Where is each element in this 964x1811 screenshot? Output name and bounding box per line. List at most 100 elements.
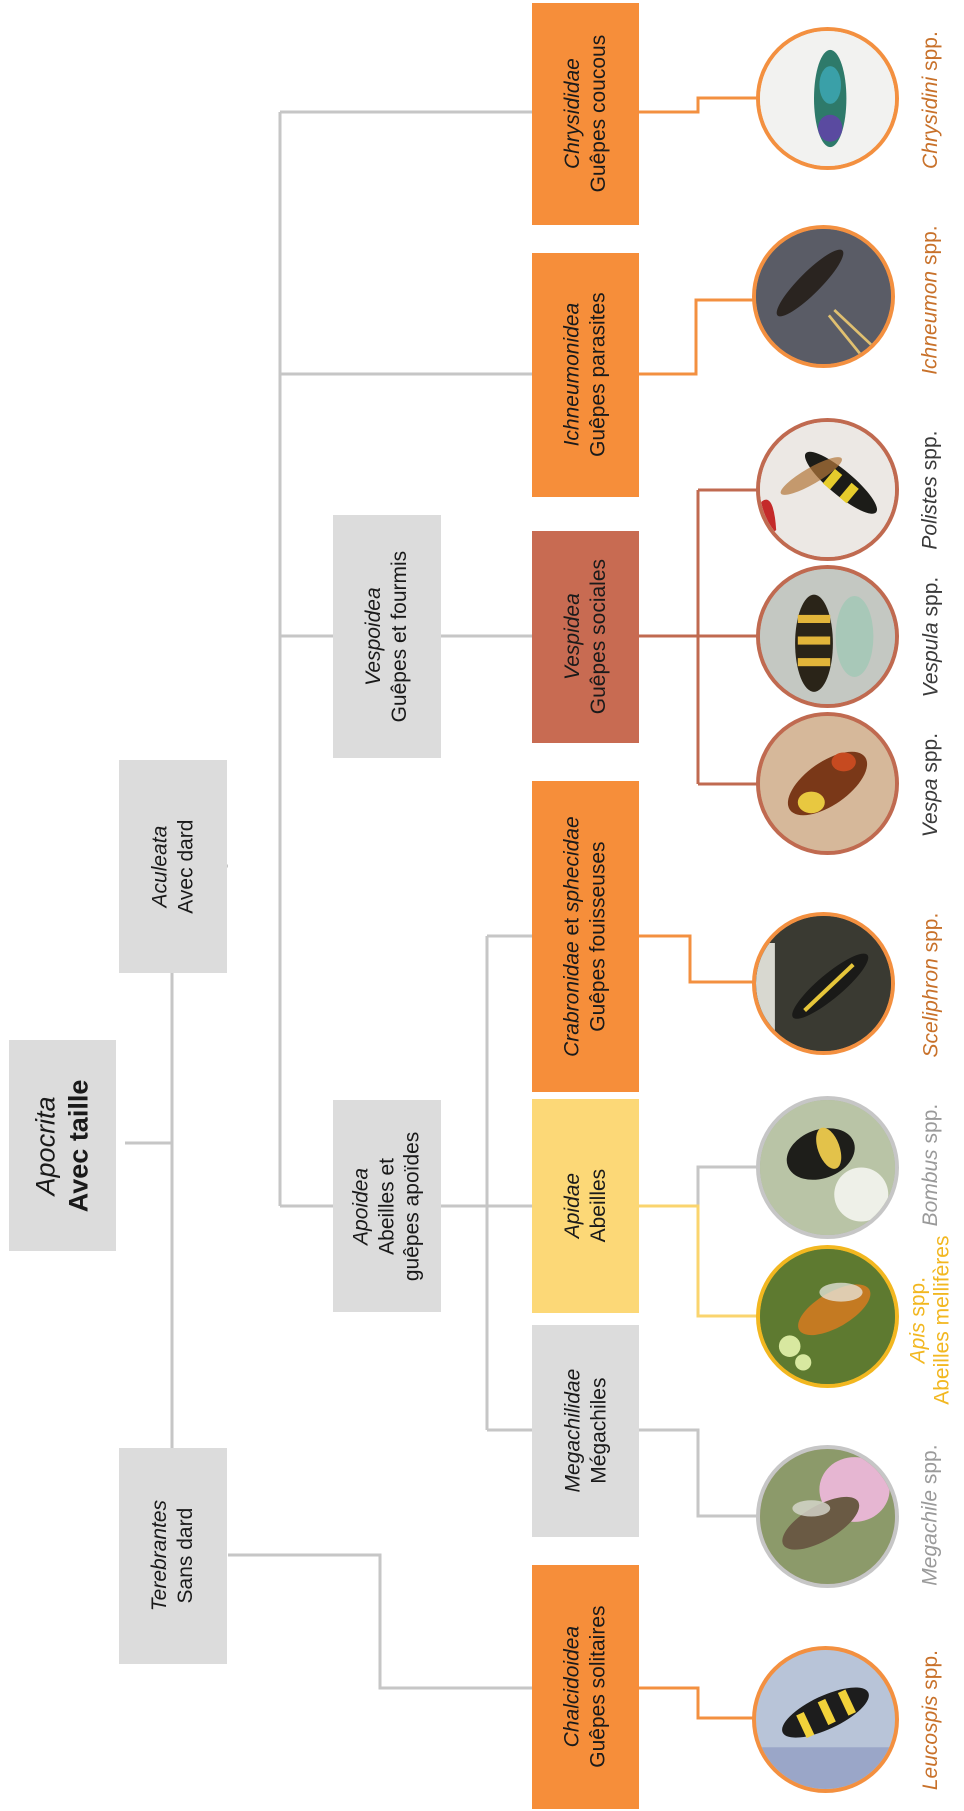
- apis-note: Abeilles mellifères: [931, 1235, 955, 1405]
- megachile-genus: Megachile: [918, 1489, 942, 1586]
- terebrantes-latin: Terebrantes: [148, 1500, 172, 1612]
- vespula-photo: [756, 565, 899, 708]
- crabronidae-latin2: sphecidae: [560, 816, 584, 912]
- node-megachilidae: Megachilidae Mégachiles: [532, 1325, 639, 1537]
- vespula-genus: Vespula: [918, 622, 942, 698]
- label-polistes: Polistes spp.: [903, 425, 959, 555]
- megachilidae-to-photo: [638, 1428, 760, 1518]
- apidae-latin: Apidae: [560, 1173, 584, 1239]
- apocrita-common: Avec taille: [63, 1079, 94, 1212]
- apocrita-latin: Apocrita: [30, 1095, 61, 1196]
- apis-spp: spp.: [906, 1276, 930, 1323]
- bumblebee-icon: [760, 1100, 895, 1235]
- ichneumonidea-common: Guêpes parasites: [586, 292, 610, 458]
- vespa-spp: spp.: [918, 732, 942, 779]
- vespidea-latin: Vespidea: [560, 593, 584, 681]
- chrysididae-common: Guêpes coucous: [586, 35, 610, 193]
- chrysidini-photo: [756, 27, 899, 170]
- chrysidini-spp: spp.: [918, 31, 942, 77]
- node-chrysididae: Chrysididae Guêpes coucous: [532, 3, 639, 225]
- node-apocrita: Apocrita Avec taille: [9, 1040, 116, 1251]
- node-crabronidae: Crabronidae et sphecidae Guêpes fouisseu…: [532, 781, 639, 1092]
- node-vespoidea: Vespoidea Guêpes et fourmis: [333, 515, 441, 758]
- chalcidoidea-common: Guêpes solitaires: [586, 1605, 610, 1769]
- crabronidae-latin-line: Crabronidae et sphecidae: [560, 816, 586, 1057]
- crabronidae-connector: et: [560, 917, 584, 936]
- vespoidea-common: Guêpes et fourmis: [388, 550, 411, 723]
- wasp-icon: [756, 1687, 895, 1789]
- label-megachile: Megachile spp.: [903, 1440, 959, 1590]
- ichneumon-genus: Ichneumon: [918, 270, 942, 375]
- yellowjacket-icon: [760, 569, 895, 704]
- ichneumon-wasp-icon: [756, 229, 891, 364]
- apoidea-common-line2: guêpes apoïdes: [400, 1131, 424, 1281]
- label-vespa: Vespa spp.: [903, 725, 959, 845]
- crabronidae-to-photo: [638, 934, 760, 984]
- bombus-photo: [756, 1096, 899, 1239]
- paper-wasp-icon: [760, 422, 895, 557]
- node-vespidea: Vespidea Guêpes sociales: [532, 531, 639, 743]
- label-apis: Apis spp. Abeilles mellifères: [900, 1230, 962, 1410]
- label-vespula: Vespula spp.: [903, 575, 959, 700]
- bee-icon: [760, 1449, 895, 1584]
- vespula-spp: spp.: [918, 577, 942, 623]
- aculeata-latin: Aculeata: [148, 825, 172, 908]
- sceliphron-photo: [752, 912, 895, 1055]
- node-apidae: Apidae Abeilles: [532, 1099, 639, 1313]
- apis-photo: [756, 1245, 899, 1388]
- label-chrysidini: Chrysidini spp.: [903, 20, 959, 180]
- megachilidae-latin: Megachilidae: [560, 1369, 584, 1493]
- apis-genus: Apis: [906, 1322, 930, 1364]
- label-sceliphron: Sceliphron spp.: [903, 910, 959, 1060]
- honeybee-icon: [760, 1249, 895, 1384]
- label-bombus: Bombus spp.: [903, 1100, 959, 1230]
- hornet-icon: [760, 716, 895, 851]
- node-apoidea: Apoidea Abeilles et guêpes apoïdes: [333, 1100, 441, 1312]
- sceliphron-spp: spp.: [918, 912, 942, 959]
- vespa-genus: Vespa: [918, 778, 942, 838]
- vespa-photo: [756, 712, 899, 855]
- chrysididae-to-photo: [638, 96, 760, 114]
- chrysididae-latin: Chrysididae: [560, 58, 584, 170]
- megachilidae-common: Mégachiles: [586, 1377, 610, 1485]
- leucospis-photo: [752, 1646, 899, 1793]
- polistes-genus: Polistes: [918, 475, 942, 550]
- apidae-to-bombus: [696, 1165, 760, 1206]
- megachile-photo: [756, 1445, 899, 1588]
- terebrantes-link: [228, 1553, 533, 1690]
- node-aculeata: Aculeata Avec dard: [119, 760, 227, 973]
- apoidea-latin: Apoidea: [349, 1167, 373, 1245]
- crabronidae-common: Guêpes fouisseuses: [586, 841, 610, 1032]
- megachile-spp: spp.: [918, 1444, 942, 1490]
- crabronidae-latin1: Crabronidae: [560, 941, 584, 1057]
- polistes-spp: spp.: [918, 430, 942, 476]
- label-leucospis: Leucospis spp.: [903, 1650, 959, 1790]
- mud-dauber-icon: [756, 916, 891, 1051]
- bombus-spp: spp.: [918, 1103, 942, 1150]
- ichneumon-photo: [752, 225, 895, 368]
- vespoidea-latin: Vespoidea: [362, 587, 386, 686]
- terebrantes-common: Sans dard: [174, 1508, 198, 1604]
- sceliphron-genus: Sceliphron: [918, 958, 942, 1058]
- chalcidoidea-to-photo: [638, 1686, 760, 1720]
- node-terebrantes: Terebrantes Sans dard: [119, 1448, 227, 1664]
- leucospis-spp: spp.: [918, 1649, 942, 1696]
- label-ichneumon: Ichneumon spp.: [903, 215, 959, 385]
- chrysidini-genus: Chrysidini: [918, 76, 942, 169]
- ichneumon-spp: spp.: [918, 225, 942, 271]
- node-ichneumonidea: Ichneumonidea Guêpes parasites: [532, 253, 639, 497]
- vespidea-common: Guêpes sociales: [586, 559, 610, 715]
- cuckoo-wasp-icon: [760, 31, 895, 166]
- aculeata-common: Avec dard: [173, 819, 197, 914]
- leucospis-genus: Leucospis: [918, 1695, 942, 1791]
- ichneumonidea-latin: Ichneumonidea: [560, 303, 584, 447]
- apoidea-common-line1: Abeilles et: [375, 1157, 399, 1255]
- ichneumonidea-to-photo: [638, 298, 760, 376]
- apidae-to-apis: [638, 1204, 760, 1318]
- apidae-common: Abeilles: [586, 1169, 610, 1243]
- bombus-genus: Bombus: [918, 1149, 942, 1227]
- chalcidoidea-latin: Chalcidoidea: [560, 1626, 584, 1748]
- polistes-photo: [756, 418, 899, 561]
